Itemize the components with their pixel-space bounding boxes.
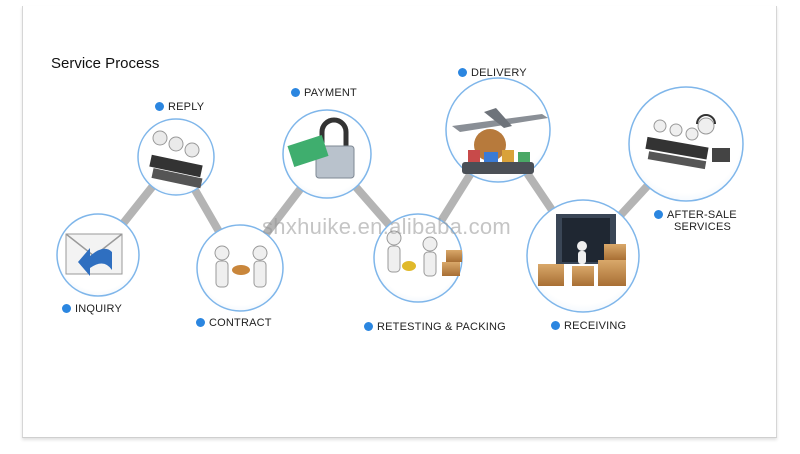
bullet-dot (62, 304, 71, 313)
bullet-dot (196, 318, 205, 327)
bullet-dot (364, 322, 373, 331)
step-label-reply: REPLY (155, 101, 204, 113)
envelope-icon (66, 234, 122, 276)
step-reply-circle (138, 119, 214, 195)
step-receiving-circle (527, 200, 639, 312)
step-label-receiving: RECEIVING (551, 320, 626, 332)
step-label-aftersale: AFTER-SALE SERVICES (654, 209, 737, 233)
step-payment-circle (283, 110, 371, 198)
step-inquiry-circle (57, 214, 139, 296)
bullet-dot (458, 68, 467, 77)
step-label-delivery: DELIVERY (458, 67, 527, 79)
bullet-dot (155, 102, 164, 111)
bullet-dot (291, 88, 300, 97)
watermark: shxhuike.en.alibaba.com (262, 214, 511, 240)
step-label-payment: PAYMENT (291, 87, 357, 99)
step-delivery-circle (446, 78, 550, 182)
step-label-contract: CONTRACT (196, 317, 272, 329)
step-label-retesting: RETESTING & PACKING (364, 321, 506, 333)
step-aftersale-circle (629, 87, 743, 201)
bullet-dot (551, 321, 560, 330)
step-label-inquiry: INQUIRY (62, 303, 122, 315)
bullet-dot (654, 210, 663, 219)
